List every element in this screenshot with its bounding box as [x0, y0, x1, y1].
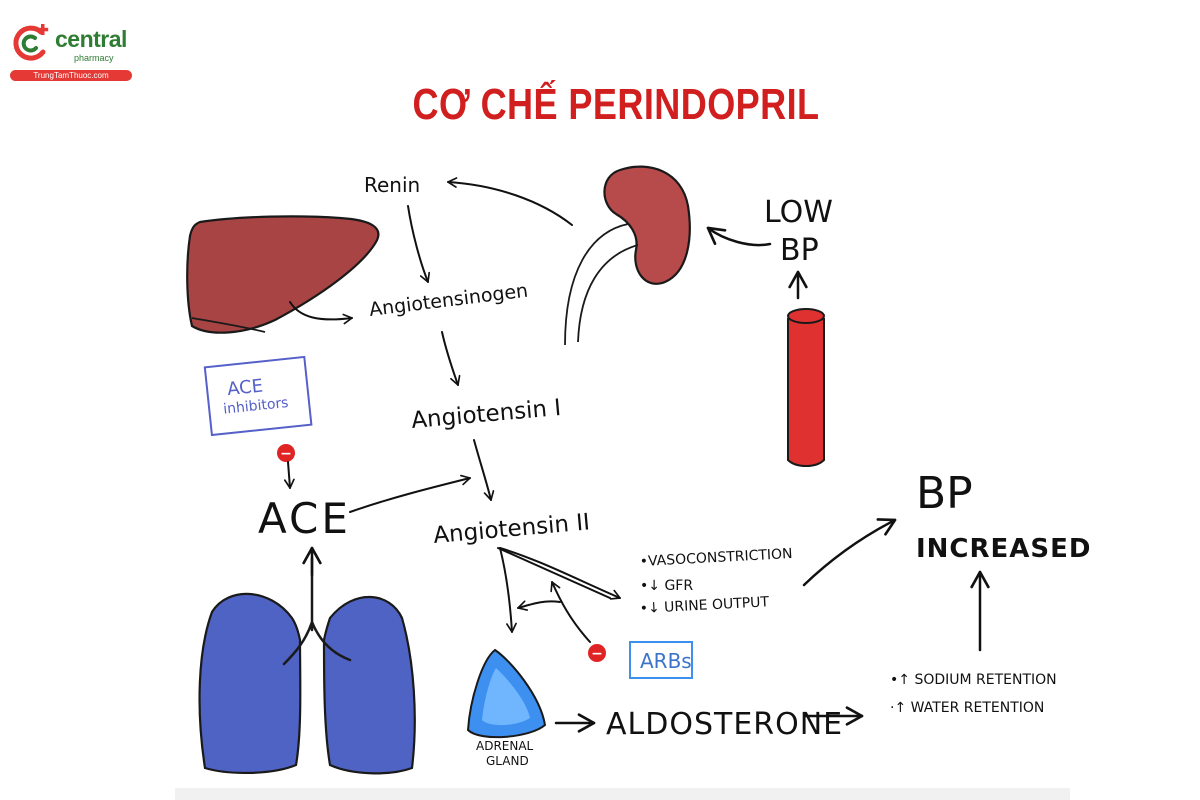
angiotensin1-label: Angiotensin I — [410, 395, 562, 434]
arrow-renin-to-angiotensinogen — [407, 205, 431, 283]
arrow-effects-to-bp — [802, 518, 897, 587]
low-label: LOW — [764, 195, 833, 230]
lungs-icon — [198, 556, 416, 775]
effect-item: •VASOCONSTRICTION — [639, 546, 793, 570]
bp-label: BP — [916, 468, 973, 519]
block-sign-2: − — [591, 646, 603, 662]
arbs-box: ARBs — [629, 641, 693, 679]
arrow-kidney-to-renin — [447, 177, 573, 226]
arrow-angiotensinogen-to-angiotensin1 — [441, 331, 461, 386]
effect-item: •↓ GFR — [640, 578, 693, 594]
page-title: CƠ CHẾ PERINDOPRIL — [412, 80, 820, 129]
arbs-label: ARBs — [640, 649, 692, 673]
kidney-icon — [564, 165, 691, 346]
ace-inhibitors-label-1: ACE — [226, 375, 264, 400]
brand-name: central — [55, 26, 127, 52]
brand-logo[interactable]: central pharmacy TrungTamThuoc.com — [8, 22, 133, 82]
increased-label: INCREASED — [916, 534, 1092, 564]
angiotensin2-label: Angiotensin II — [432, 509, 591, 549]
effects-list: •VASOCONSTRICTION •↓ GFR •↓ URINE OUTPUT — [639, 546, 793, 617]
arrow-liver-to-angiotensinogen — [289, 301, 353, 325]
ace-label: ACE — [258, 494, 351, 543]
block-sign-1: − — [280, 446, 292, 462]
arrow-arbs-block-branch — [550, 581, 591, 643]
arrow-arbs-block-left — [517, 600, 561, 611]
arrow-ace-to-angiotensin — [349, 474, 471, 513]
aldosterone-label: ALDOSTERONE — [606, 707, 843, 742]
blood-vessel-icon — [787, 308, 825, 467]
retention-list: •↑ SODIUM RETENTION ·↑ WATER RETENTION — [890, 672, 1057, 716]
arrow-angiotensin2-to-adrenal — [499, 547, 517, 633]
block-icon: − − — [277, 444, 606, 662]
brand-domain: TrungTamThuoc.com — [10, 70, 132, 81]
liver-icon — [186, 215, 380, 334]
adrenal-label-2: GLAND — [486, 754, 529, 768]
renin-label: Renin — [364, 173, 420, 197]
brand-sub: pharmacy — [74, 53, 114, 63]
bp-low-label: BP — [780, 233, 819, 268]
ace-inhibitors-label-2: inhibitors — [223, 395, 290, 418]
retention-item: •↑ SODIUM RETENTION — [890, 672, 1057, 688]
angiotensinogen-label: Angiotensinogen — [368, 280, 529, 321]
footer-strip — [175, 788, 1070, 800]
central-pharmacy-logo-icon — [13, 24, 49, 61]
retention-item: ·↑ WATER RETENTION — [890, 700, 1044, 716]
arrow-angiotensin2-to-effects — [499, 547, 621, 600]
adrenal-gland-icon — [466, 648, 547, 739]
ace-inhibitors-box: ACE inhibitors — [203, 355, 313, 437]
adrenal-label-1: ADRENAL — [476, 739, 534, 753]
arrow-angiotensin2-branch — [497, 547, 611, 599]
arrow-angiotensin1-to-angiotensin2 — [473, 439, 495, 501]
effect-item: •↓ URINE OUTPUT — [639, 594, 769, 617]
arrow-lowbp-to-kidney — [706, 226, 772, 247]
arrow-ace-inhibitors-to-ace — [283, 461, 295, 489]
